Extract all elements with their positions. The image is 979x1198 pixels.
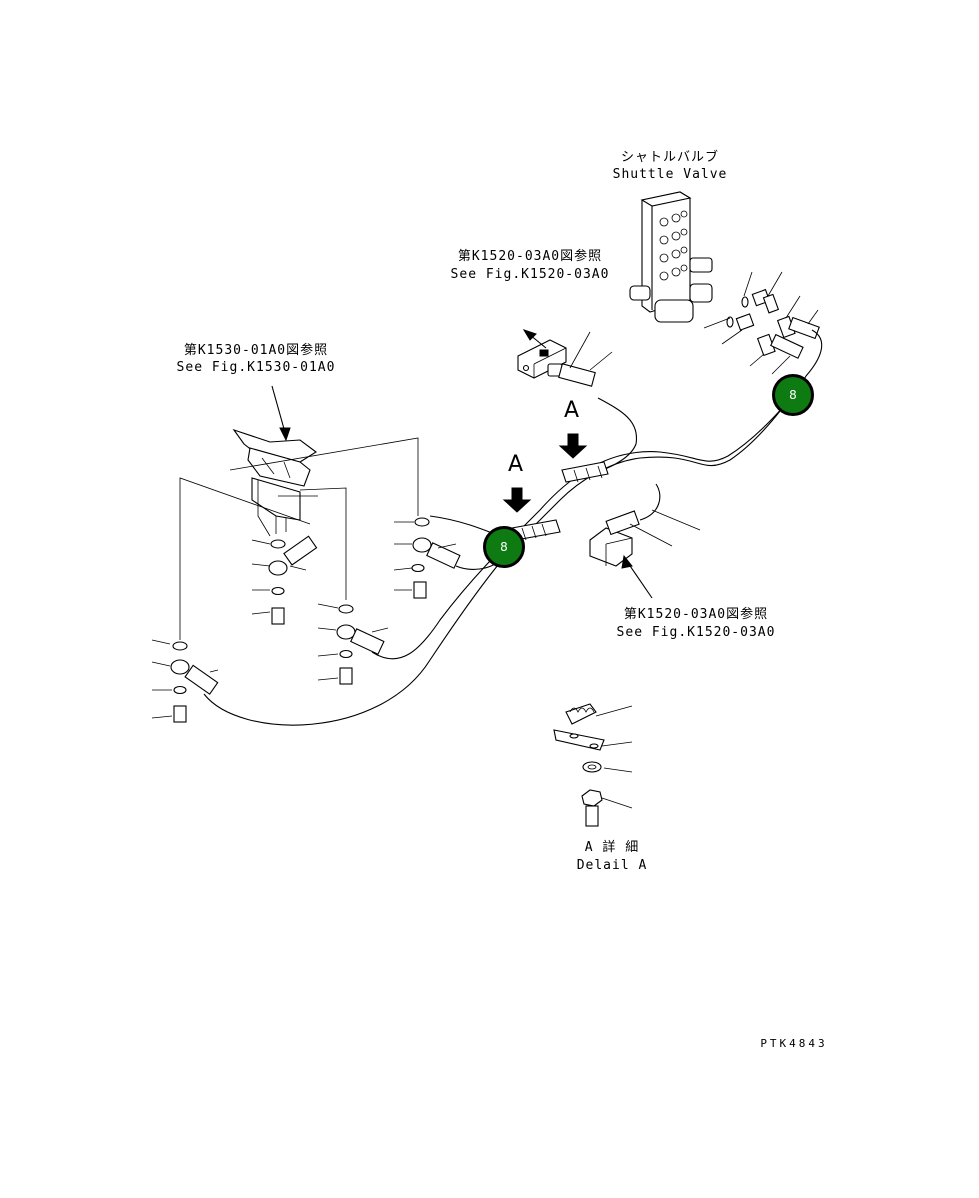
- shuttle-valve-label-jp: シャトルバルブ: [620, 150, 719, 165]
- callout-badge-right[interactable]: 8: [772, 374, 814, 416]
- bottom-ref-label-en: See Fig.K1520-03A0: [616, 625, 776, 640]
- bottom-reference-block: [589, 509, 701, 599]
- top-ref-label-en: See Fig.K1520-03A0: [450, 267, 610, 282]
- drawing-code: PTK4843: [760, 1037, 828, 1050]
- view-letter-a-right: A: [564, 398, 580, 423]
- detail-a-label-jp: A 詳 細: [584, 840, 640, 855]
- shuttle-fittings: [703, 271, 820, 375]
- callout-badge-left[interactable]: 8: [483, 526, 525, 568]
- detail-a-parts: [553, 703, 633, 827]
- left-fitting-leaders: [151, 521, 457, 719]
- bottom-ref-label-jp: 第K1520-03A0図参照: [623, 607, 769, 622]
- left-ref-label-en: See Fig.K1530-01A0: [176, 360, 336, 375]
- view-arrows: [502, 433, 588, 513]
- shuttle-valve-label-en: Shuttle Valve: [612, 167, 728, 182]
- detail-a-label-en: Delail A: [576, 858, 648, 873]
- hose-clamps: [511, 461, 609, 541]
- left-leader-lines: [179, 437, 419, 640]
- top-reference-block: [517, 329, 613, 387]
- top-ref-label-jp: 第K1520-03A0図参照: [457, 249, 603, 264]
- left-fittings: [170, 517, 461, 723]
- view-letter-a-left: A: [508, 452, 524, 477]
- left-ref-label-jp: 第K1530-01A0図参照: [183, 343, 329, 358]
- shuttle-valve: [629, 191, 713, 323]
